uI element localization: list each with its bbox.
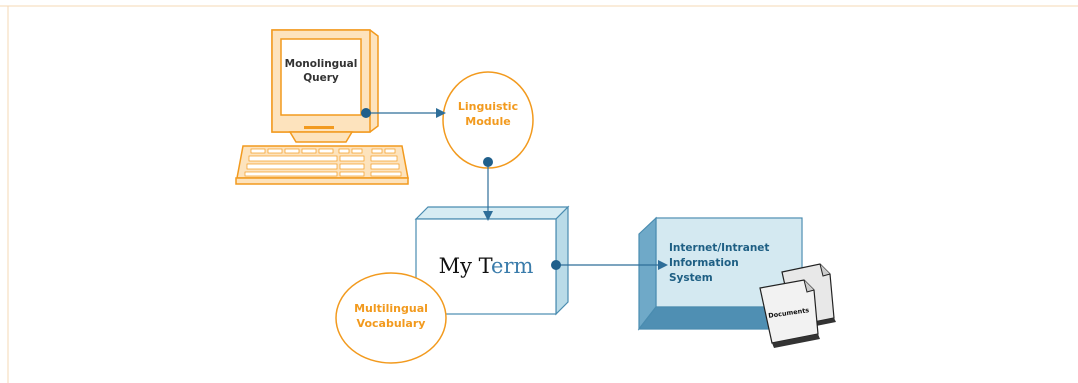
- my-term-label: My Term: [439, 254, 534, 278]
- computer-icon: [235, 29, 409, 185]
- dot-query: [361, 108, 371, 118]
- arrowhead-to-myterm: [483, 211, 493, 221]
- dot-module: [483, 157, 493, 167]
- dot-myterm: [551, 260, 561, 270]
- my-term-part1: My T: [439, 254, 493, 278]
- linguistic-module-label-line1: Linguistic: [458, 100, 518, 113]
- arrowhead-to-system: [658, 260, 668, 270]
- information-system-label-line2: Information: [669, 257, 739, 269]
- documents-icon: [759, 263, 836, 348]
- my-term-part2: erm: [491, 254, 533, 278]
- multilingual-vocabulary-label-line1: Multilingual: [354, 302, 428, 315]
- monolingual-query-label-line2: Query: [303, 72, 339, 84]
- information-system-label-line3: System: [669, 272, 713, 284]
- keyboard-keys: [244, 148, 402, 177]
- arrowhead-to-module: [436, 108, 446, 118]
- connector-dots: [361, 108, 561, 270]
- monolingual-query-label-line1: Monolingual: [285, 58, 358, 70]
- multilingual-vocabulary-label-line2: Vocabulary: [357, 317, 426, 330]
- monitor-screen: [280, 38, 362, 116]
- connectors: [366, 112, 660, 266]
- information-system-label-line1: Internet/Intranet: [669, 242, 769, 254]
- multilingual-vocabulary-ellipse: [335, 272, 447, 364]
- arrowheads: [436, 108, 668, 270]
- linguistic-module-label-line2: Module: [465, 115, 510, 128]
